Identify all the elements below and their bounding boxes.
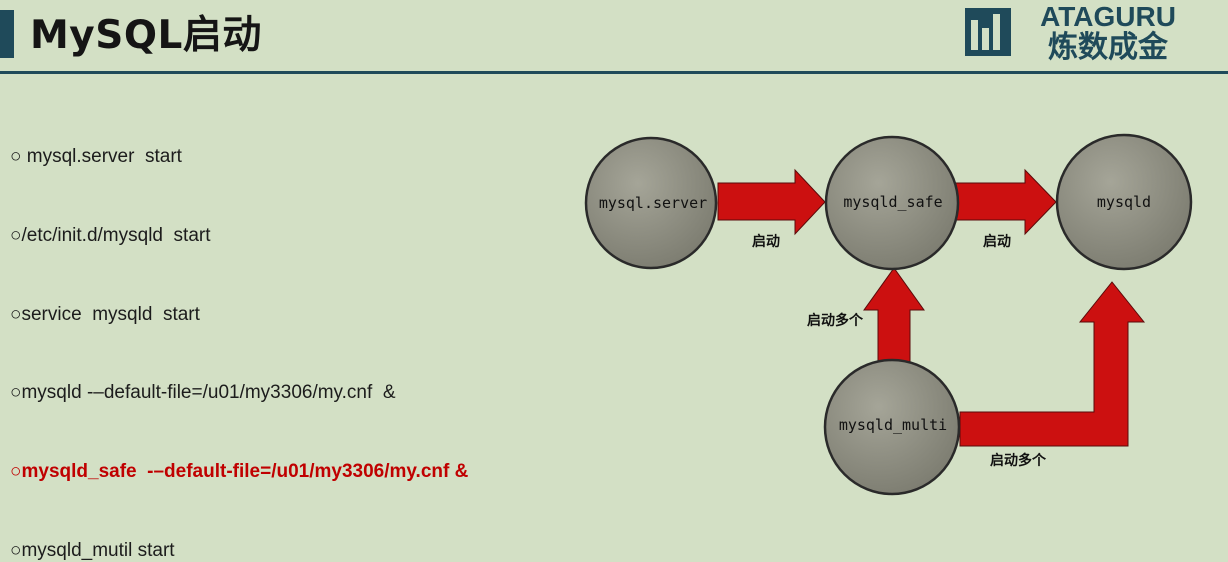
node-label: mysqld_safe [843,193,942,211]
bullet-text: mysqld -–default-file=/u01/my3306/my.cnf… [21,382,396,403]
bullet-text: mysql.server start [21,146,182,167]
bullet-marker: ○ [10,225,22,246]
ataguru-logo: ATAGURU 炼数成金 [965,1,1176,62]
node-mysqld [1055,133,1193,271]
node-mysqld-multi [823,358,961,496]
list-item: ○/etc/init.d/mysqld start [10,225,211,247]
node-label: mysqld [1097,193,1151,211]
list-item: ○mysqld_mutil start [10,540,175,562]
list-item: ○mysqld -–default-file=/u01/my3306/my.cn… [10,382,396,404]
list-item: ○service mysqld start [10,304,200,326]
arrow-server-to-safe [717,168,826,236]
list-item: ○ mysql.server start [10,146,182,168]
bullet-text: /etc/init.d/mysqld start [21,225,211,246]
logo-mark-bar [971,20,978,50]
logo-mark-bar [993,14,1000,50]
bullet-text: mysqld_safe -–default-file=/u01/my3306/m… [21,461,469,482]
arrow-multi-to-safe [863,267,925,367]
title-accent-bar [0,10,14,58]
logo-text-chinese: 炼数成金 [1048,30,1169,62]
header-divider [0,71,1228,74]
slide-title: MySQL启动 [30,13,262,58]
logo-mark-bar [982,28,989,50]
node-mysql-server [584,136,718,270]
bullet-marker: ○ [10,304,22,325]
node-label: mysqld_multi [839,416,947,434]
bullet-marker: ○ [10,461,22,482]
logo-text-latin: ATAGURU [1040,1,1176,32]
node-mysqld-safe [824,135,960,271]
list-item-highlighted: ○mysqld_safe -–default-file=/u01/my3306/… [10,461,468,483]
arrow-multi-to-mysqld [959,281,1146,447]
edge-label: 启动 [983,233,1011,250]
edge-label: 启动多个 [990,452,1047,469]
bullet-list: ○ mysql.server start ○/etc/init.d/mysqld… [10,0,570,561]
edge-label: 启动 [752,233,780,250]
edge-label: 启动多个 [807,312,864,329]
startup-flow-diagram: mysql.server mysqld_safe mysqld mysqld_m… [584,133,1193,496]
bullet-text: service mysqld start [21,304,200,325]
bullet-marker: ○ [10,382,22,403]
arrow-safe-to-mysqld [954,168,1057,236]
bullet-marker: ○ [10,146,22,167]
node-label: mysql.server [599,194,707,212]
